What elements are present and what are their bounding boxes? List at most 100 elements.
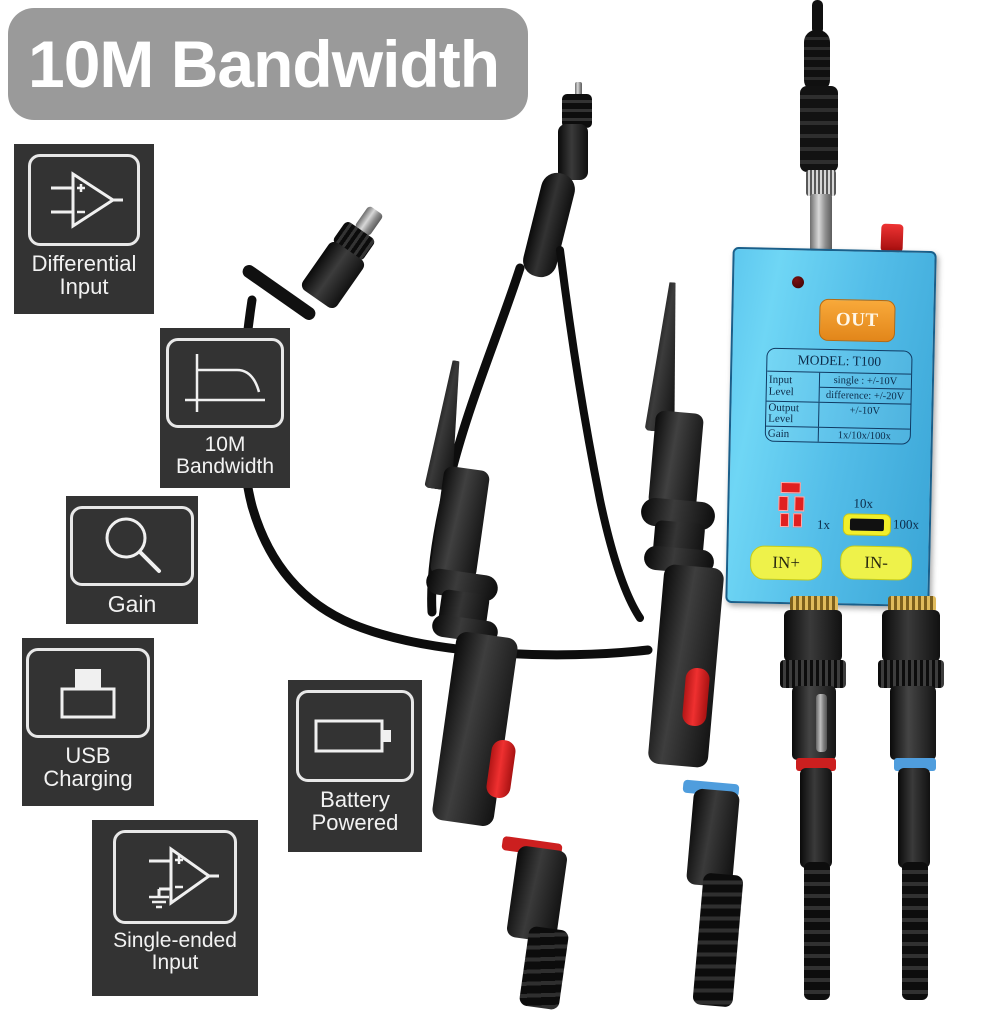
right-probe-cable-flex — [692, 872, 744, 1008]
right-probe-shaft — [647, 410, 705, 510]
battery-led-bar — [778, 495, 789, 512]
left-probe-shaft — [429, 465, 491, 581]
spec-key: Output Level — [766, 401, 820, 428]
bnc-cable-flex-left — [804, 862, 830, 1000]
spec-key: Input Level — [766, 371, 821, 402]
right-probe-tip-sheath — [645, 281, 688, 433]
feature-badge-label: Single-ended Input — [113, 929, 237, 975]
hook-tip-body — [558, 124, 588, 180]
right-probe-id-ring — [682, 779, 740, 798]
spec-key: Gain — [765, 427, 819, 443]
left-probe-ground-collar — [437, 588, 491, 630]
frequency-response-glyph — [185, 354, 265, 412]
bnc-metal-slot-left — [816, 694, 827, 752]
gain-slide-switch[interactable] — [842, 513, 892, 537]
feature-badge-label: 10M Bandwidth — [175, 433, 275, 479]
spec-value: +/-10V — [849, 404, 881, 417]
spec-row: Input Level single : +/-10V difference: … — [766, 371, 912, 405]
output-bnc-barrel — [810, 194, 832, 252]
banana-plug-pin — [354, 205, 384, 237]
left-probe-handle — [431, 630, 519, 828]
left-probe-id-ring — [501, 835, 563, 859]
right-probe-collar-ring — [643, 544, 715, 576]
feature-badge-battery-powered: Battery Powered — [288, 680, 422, 852]
input-terminal-negative-label: IN- — [864, 552, 889, 573]
hook-tip-pin — [575, 82, 582, 98]
bnc-knurl-left — [780, 660, 846, 688]
banana-plug-body — [299, 239, 367, 311]
bnc-knurl-right — [878, 660, 944, 688]
input-terminal-positive-label: IN+ — [772, 552, 801, 573]
opamp-single-ended-icon — [113, 830, 237, 924]
output-cable-strain-relief — [804, 30, 830, 92]
battery-icon — [296, 690, 414, 782]
right-probe-ground-collar — [652, 519, 706, 559]
left-probe-finger-guard — [424, 567, 500, 603]
out-button-label: OUT — [835, 309, 879, 331]
feature-badge-label: USB Charging — [43, 743, 133, 792]
out-button[interactable]: OUT — [818, 298, 896, 343]
input-terminal-positive[interactable]: IN+ — [749, 545, 823, 581]
left-probe-attenuation-switch[interactable] — [485, 738, 517, 800]
bnc-body-left — [784, 610, 842, 662]
feature-badge-bandwidth: 10M Bandwidth — [160, 328, 290, 488]
hook-tip-taper — [519, 169, 579, 281]
bnc-contact-left — [790, 596, 838, 612]
opamp-single-ended-glyph — [149, 846, 219, 909]
spec-value: difference: +/-20V — [819, 386, 911, 404]
differential-probe-amplifier-body: OUT MODEL: T100 Input Level single : +/-… — [725, 246, 937, 608]
feature-badge-label: Gain — [107, 590, 157, 617]
usb-connector-glyph — [60, 669, 116, 719]
magnifier-glyph — [105, 517, 161, 573]
gain-label-10x: 10x — [853, 495, 874, 511]
output-bnc-knurl — [806, 170, 836, 196]
feature-badge-label: Battery Powered — [311, 787, 399, 836]
battery-level-led-array — [776, 481, 811, 528]
spec-title: MODEL: T100 — [767, 348, 912, 375]
bnc-body-right — [882, 610, 940, 662]
usb-connector-icon — [26, 648, 150, 738]
status-led-icon — [791, 276, 805, 289]
input-terminal-negative[interactable]: IN- — [839, 545, 913, 581]
banana-plug-collar — [331, 220, 377, 262]
spec-row: Gain 1x/10x/100x — [765, 427, 910, 444]
opamp-differential-glyph — [51, 171, 123, 229]
opamp-differential-icon — [28, 154, 140, 246]
battery-led-bar — [794, 496, 805, 512]
bnc-cable-left — [800, 768, 832, 868]
battery-led-bar — [792, 513, 803, 528]
battery-glyph — [314, 719, 391, 753]
magnifier-icon — [70, 506, 194, 586]
power-button[interactable] — [880, 223, 904, 253]
bnc-cable-right — [898, 768, 930, 868]
left-probe-cable-flex — [518, 925, 570, 1010]
feature-badge-single-ended-input: Single-ended Input — [92, 820, 258, 996]
right-probe-attenuation-switch[interactable] — [681, 667, 711, 727]
right-probe-finger-guard — [639, 496, 717, 532]
gain-label-1x: 1x — [816, 516, 831, 532]
probe-id-ring-left — [796, 758, 836, 771]
right-probe-handle — [647, 563, 725, 769]
spec-value: single : +/-10V — [833, 374, 898, 387]
battery-led-bar — [779, 512, 790, 528]
left-probe-tip-sheath — [424, 359, 470, 492]
right-probe-cable — [685, 788, 741, 888]
headline-banner-text: 10M Bandwidth — [28, 27, 500, 101]
output-bnc-shell — [800, 86, 838, 172]
gain-label-100x: 100x — [892, 516, 920, 532]
spec-value: 1x/10x/100x — [837, 430, 891, 443]
probe-id-ring-right — [894, 758, 936, 771]
left-probe-cable — [505, 844, 569, 944]
gain-selector[interactable]: 10x 1x 100x — [816, 495, 920, 543]
battery-led-bar — [780, 481, 801, 494]
spec-label-table: MODEL: T100 Input Level single : +/-10V … — [764, 347, 913, 446]
headline-banner: 10M Bandwidth — [8, 8, 528, 120]
output-cable — [812, 0, 823, 34]
feature-badge-differential-input: Differential Input — [14, 144, 154, 314]
frequency-response-curve-icon — [166, 338, 284, 428]
left-probe-collar-ring — [430, 613, 500, 645]
feature-badge-gain: Gain — [66, 496, 198, 624]
feature-badge-label: Differential Input — [31, 251, 137, 300]
bnc-barrel-right — [890, 686, 936, 760]
